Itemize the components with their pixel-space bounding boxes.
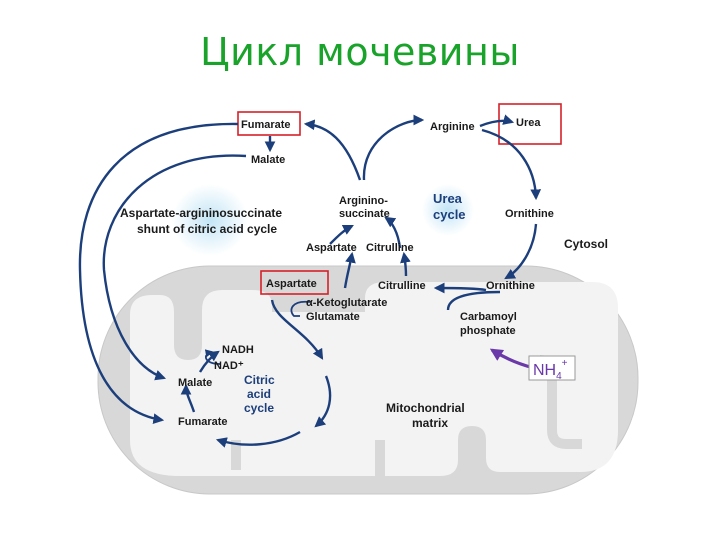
aspartate-highlight-box	[260, 270, 329, 295]
urea-cycle-glow	[422, 184, 474, 236]
citric-acid-cycle-label-2: acid	[247, 387, 271, 401]
urea-label: Urea	[516, 117, 541, 129]
arrow-malate-to-mito-malate	[102, 154, 247, 381]
arrow-akg-glutamate	[290, 300, 311, 317]
aspartate-mito-label: Aspartate	[266, 278, 317, 290]
arrow-mito-aspartate-to-cytosol	[343, 251, 356, 289]
arrow-ornithine-into-mitochondria	[504, 223, 538, 280]
citric-acid-cycle-label-3: cycle	[244, 401, 274, 415]
arrow-fumarate-shunt	[78, 122, 239, 425]
arrow-citrulline-export	[400, 251, 411, 277]
arrow-citric-cycle-right	[314, 375, 332, 428]
ammonium-label: NH4+	[533, 358, 568, 382]
nadh-label: NADH	[222, 344, 254, 356]
citrulline-cytosol-label: Citrulline	[366, 242, 414, 254]
arrow-arginine-to-ornithine	[481, 128, 542, 201]
aspartate-cytosol-label: Aspartate	[306, 242, 357, 254]
ornithine-cytosol-label: Ornithine	[505, 208, 554, 220]
arrow-citrulline-to-argininosuccinate	[384, 216, 402, 249]
arrow-arginine-to-urea	[479, 114, 515, 128]
fumarate-mito-label: Fumarate	[178, 416, 228, 428]
alpha-ketoglutarate-label: α-Ketoglutarate	[306, 297, 387, 309]
carbamoyl-phosphate-label-2: phosphate	[460, 325, 516, 337]
urea-cycle-label-1: Urea	[433, 191, 463, 206]
mitochondrion	[97, 265, 639, 495]
citrulline-mito-label: Citrulline	[378, 280, 426, 292]
arrow-citric-cycle-bottom	[215, 430, 301, 448]
fumarate-cytosol-label: Fumarate	[241, 119, 291, 131]
arginine-label: Arginine	[430, 121, 475, 133]
ornithine-mito-label: Ornithine	[486, 280, 535, 292]
arrow-ornithine-to-citrulline	[433, 282, 487, 294]
glutamate-label: Glutamate	[306, 311, 360, 323]
carbamoyl-phosphate-label-1: Carbamoyl	[460, 311, 517, 323]
arrow-fumarate-to-malate-mito	[180, 383, 196, 413]
cytosol-label: Cytosol	[564, 237, 608, 251]
shunt-glow	[172, 184, 248, 256]
arrow-aspartate-to-argininosuccinate	[329, 224, 354, 245]
arrow-argininosuccinate-to-arginine	[362, 114, 425, 181]
nad-label: NAD⁺	[214, 360, 244, 372]
mitochondrial-matrix-label-2: matrix	[412, 416, 448, 430]
malate-mito-label: Malate	[178, 377, 212, 389]
malate-cytosol-label: Malate	[251, 154, 285, 166]
shunt-label-1: Aspartate-argininosuccinate	[120, 206, 282, 220]
urea-cycle-label-2: cycle	[433, 207, 466, 222]
argininosuccinate-label-1: Arginino-	[339, 195, 388, 207]
urea-highlight-box	[498, 103, 562, 145]
arrow-carbamoyl-join	[446, 290, 501, 311]
mitochondrial-matrix-label-1: Mitochondrial	[386, 401, 465, 415]
ammonium-badge: NH4+	[528, 355, 576, 382]
arrow-malate-to-nadh	[198, 350, 220, 373]
arrow-argininosuccinate-to-fumarate	[303, 119, 362, 181]
argininosuccinate-label-2: succinate	[339, 208, 390, 220]
citric-acid-cycle-label-1: Citric	[244, 373, 275, 387]
arrow-nad-to-nadh	[204, 349, 221, 365]
cristae-lumen	[130, 282, 618, 476]
shunt-label-2: shunt of citric acid cycle	[137, 222, 277, 236]
arrow-citric-cycle-to-oxaloacetate	[270, 299, 324, 360]
slide-title: Цикл мочевины	[200, 30, 520, 74]
